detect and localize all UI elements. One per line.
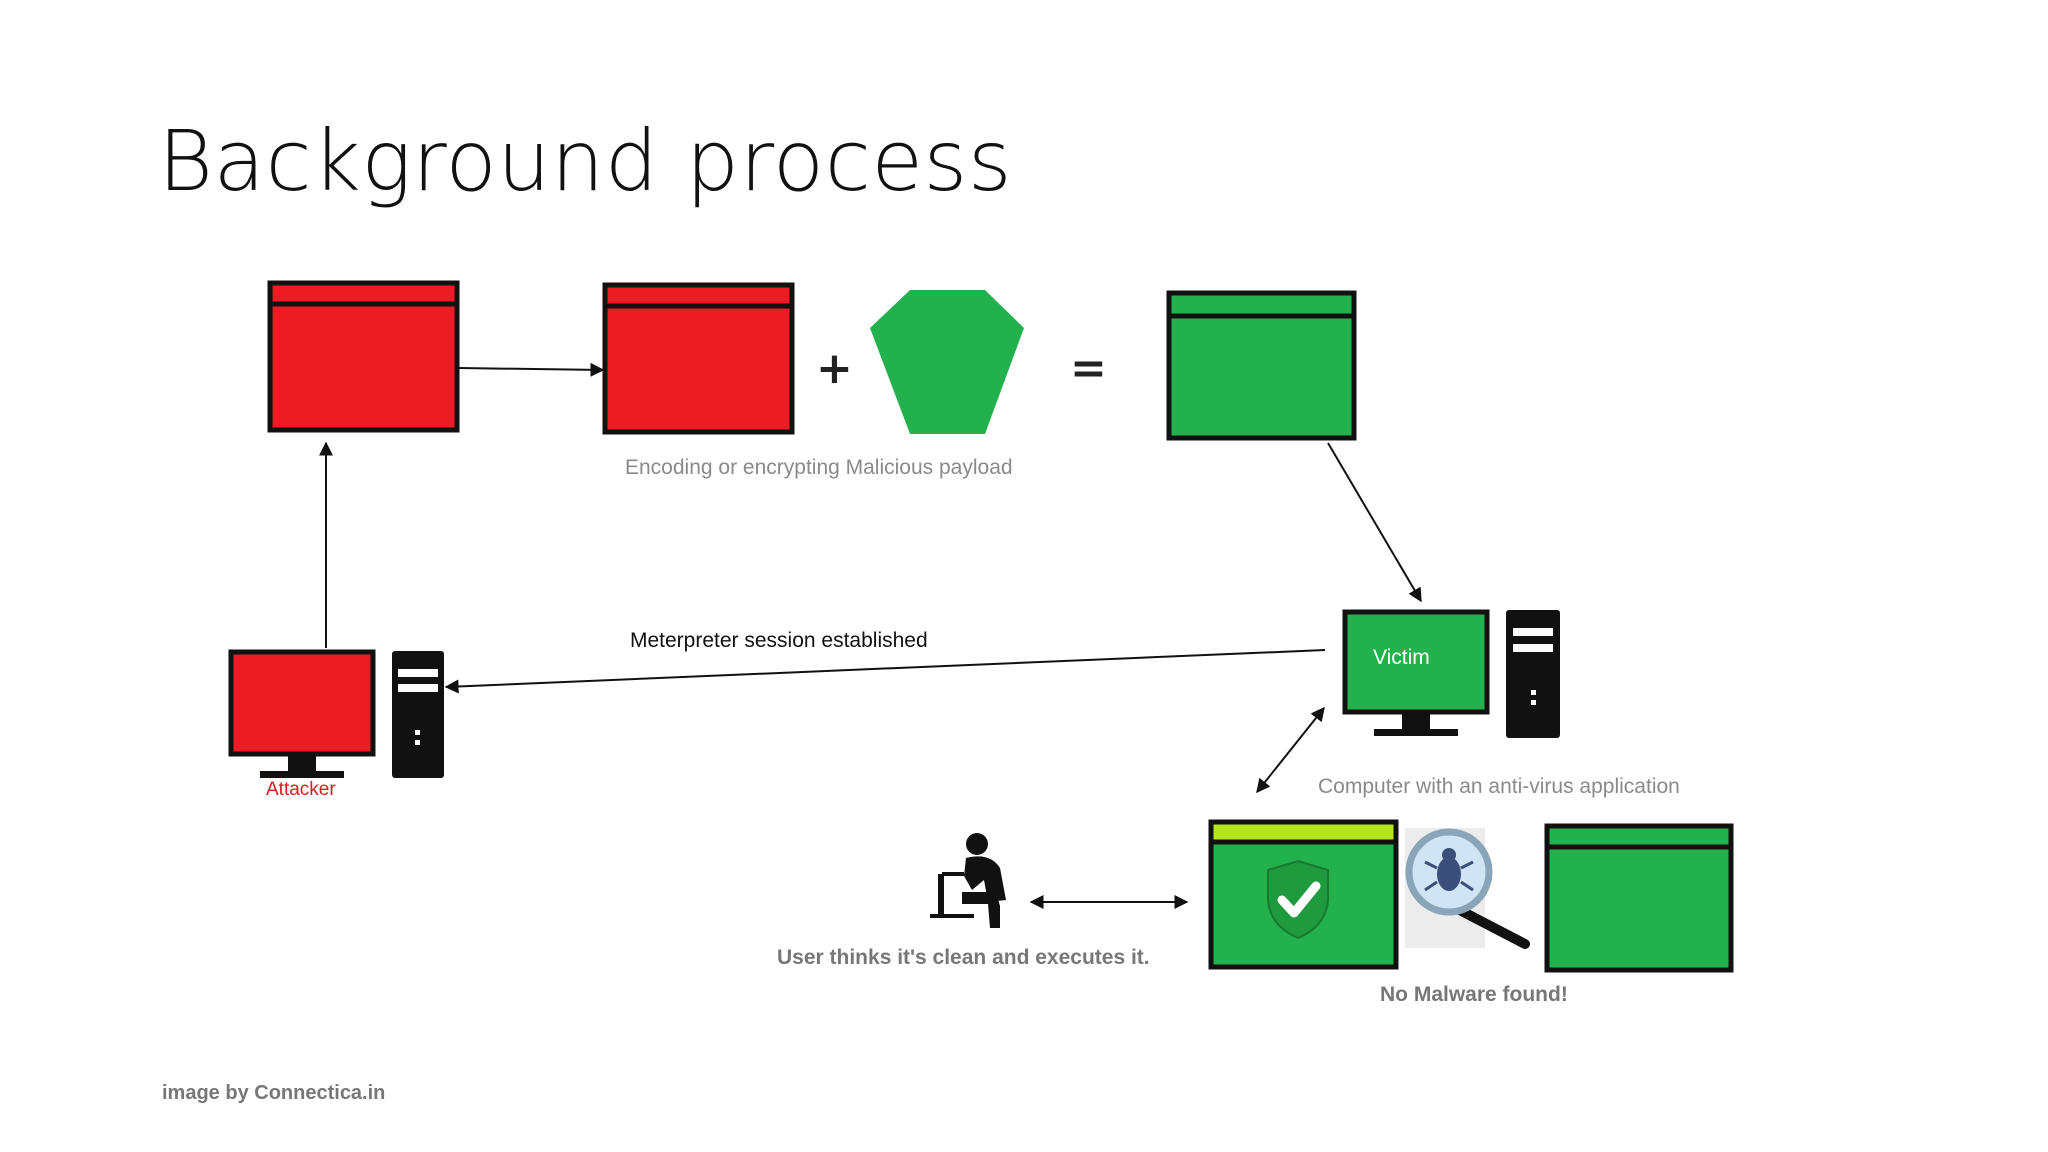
- attacker-label: Attacker: [266, 779, 336, 800]
- antivirus-label: Computer with an anti-virus application: [1318, 775, 1680, 798]
- session-label: Meterpreter session established: [630, 629, 928, 652]
- slide-title: Background process: [158, 112, 1013, 210]
- red-window-icon-encoded: [602, 282, 795, 435]
- victim-monitor-icon: [1342, 609, 1490, 736]
- green-window-icon-scanned: [1544, 823, 1734, 973]
- arrow-scan-double: [1256, 706, 1325, 794]
- arrow-session: [444, 649, 1326, 694]
- attacker-monitor-icon: [228, 649, 376, 778]
- plus-sign: +: [816, 343, 853, 394]
- shield-check-icon: [1267, 859, 1329, 940]
- arrow-encode: [458, 362, 605, 377]
- red-window-icon: [267, 280, 460, 433]
- green-window-icon-result: [1166, 290, 1357, 441]
- equals-sign: =: [1070, 343, 1107, 394]
- encoding-label: Encoding or encrypting Malicious payload: [625, 456, 1013, 479]
- user-label: User thinks it's clean and executes it.: [777, 946, 1150, 969]
- arrow-to-victim: [1327, 442, 1422, 603]
- attacker-tower-pc-icon: [392, 651, 444, 778]
- victim-tower-pc-icon: [1506, 610, 1560, 738]
- user-at-computer-icon: [930, 833, 1006, 928]
- victim-label: Victim: [1373, 646, 1430, 669]
- no-malware-label: No Malware found!: [1380, 983, 1568, 1006]
- image-credit: image by Connectica.in: [162, 1082, 386, 1104]
- green-hexagon-icon: [870, 290, 1024, 434]
- magnifier-bug-icon: [1405, 828, 1530, 949]
